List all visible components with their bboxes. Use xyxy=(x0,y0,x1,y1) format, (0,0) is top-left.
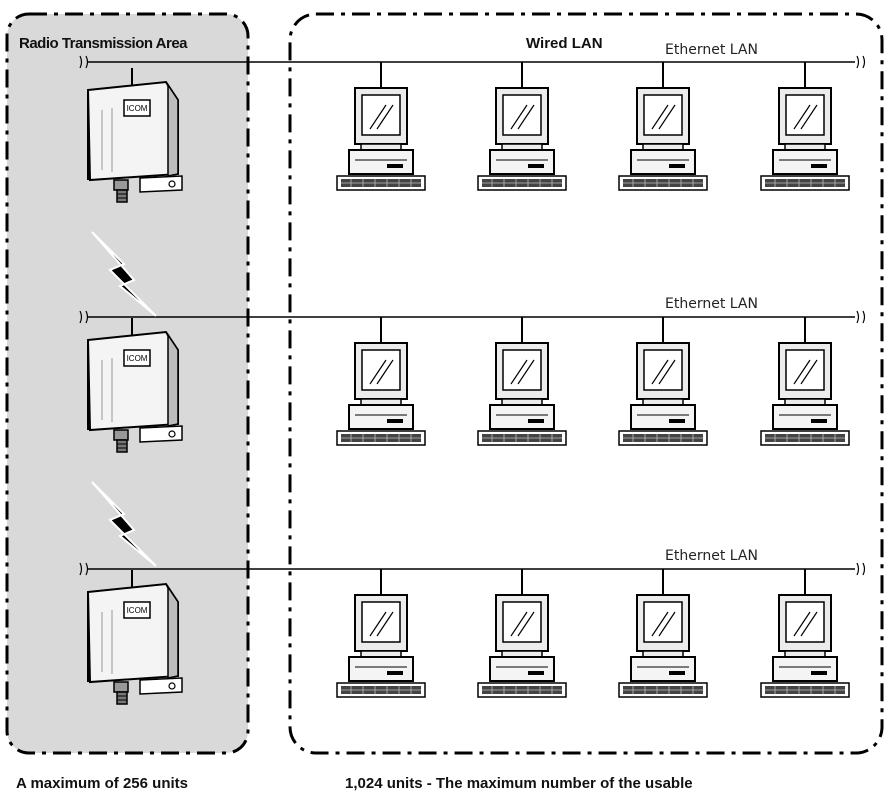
computer-icon xyxy=(760,568,850,698)
computer-icon xyxy=(760,316,850,446)
ethernet-lan-label-1: Ethernet LAN xyxy=(665,42,758,58)
computer-icon xyxy=(477,316,567,446)
computer-icon xyxy=(618,316,708,446)
ethernet-bus-3 xyxy=(79,562,866,576)
ethernet-bus-1 xyxy=(79,55,866,69)
ethernet-bus-2 xyxy=(79,310,866,324)
computer-icon xyxy=(336,568,426,698)
ethernet-lan-label-2: Ethernet LAN xyxy=(665,296,758,312)
wired-lan-title: Wired LAN xyxy=(526,35,603,52)
computer-icon xyxy=(477,61,567,191)
computer-icon xyxy=(760,61,850,191)
wired-lan-area xyxy=(288,12,884,755)
computer-icon xyxy=(618,61,708,191)
caption-max-access-points: A maximum of 256 units xyxy=(16,775,188,792)
radio-area-title: Radio Transmission Area xyxy=(17,35,190,52)
computer-icon xyxy=(477,568,567,698)
computer-icon xyxy=(336,61,426,191)
computer-icon xyxy=(336,316,426,446)
caption-max-usable-units: 1,024 units - The maximum number of the … xyxy=(345,775,693,792)
computer-icon xyxy=(618,568,708,698)
ethernet-lan-label-3: Ethernet LAN xyxy=(665,548,758,564)
